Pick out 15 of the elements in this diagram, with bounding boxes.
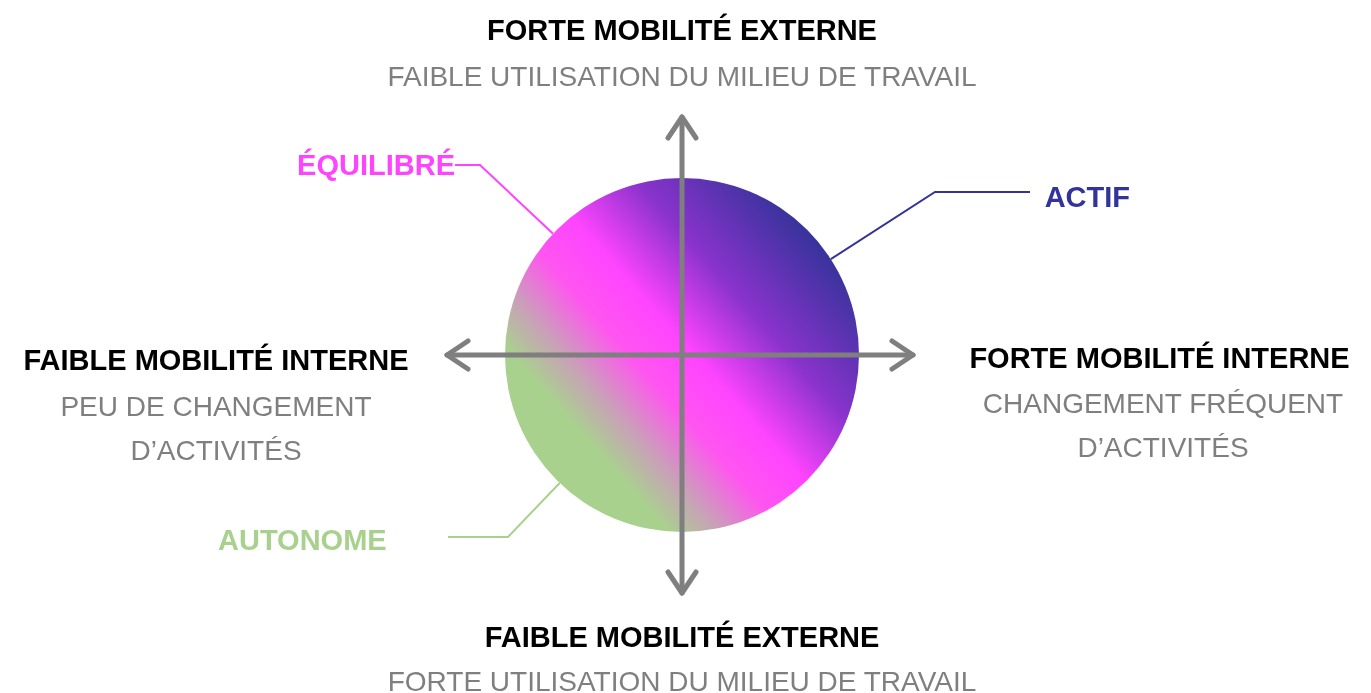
- axis-description: FORTE UTILISATION DU MILIEU DE TRAVAIL: [386, 665, 978, 693]
- leader-line: [454, 164, 555, 235]
- axis-description: CHANGEMENT FRÉQUENT D’ACTIVITÉS: [981, 387, 1345, 465]
- gradient-circle: [505, 178, 859, 532]
- leader-line: [829, 191, 1031, 261]
- axis-heading: FORTE MOBILITÉ INTERNE: [968, 340, 1351, 376]
- leader-line: [447, 481, 561, 538]
- quadrant-label: ÉQUILIBRÉ: [296, 147, 455, 183]
- quadrant-label: AUTONOME: [218, 522, 388, 558]
- quadrant-label: ACTIF: [1043, 179, 1130, 215]
- axis-heading: FORTE MOBILITÉ EXTERNE: [486, 12, 878, 48]
- axis-heading: FAIBLE MOBILITÉ EXTERNE: [483, 619, 881, 655]
- axis-description: FAIBLE UTILISATION DU MILIEU DE TRAVAIL: [386, 60, 978, 94]
- axis-description: PEU DE CHANGEMENT D’ACTIVITÉS: [59, 390, 373, 468]
- axis-heading: FAIBLE MOBILITÉ INTERNE: [22, 342, 410, 378]
